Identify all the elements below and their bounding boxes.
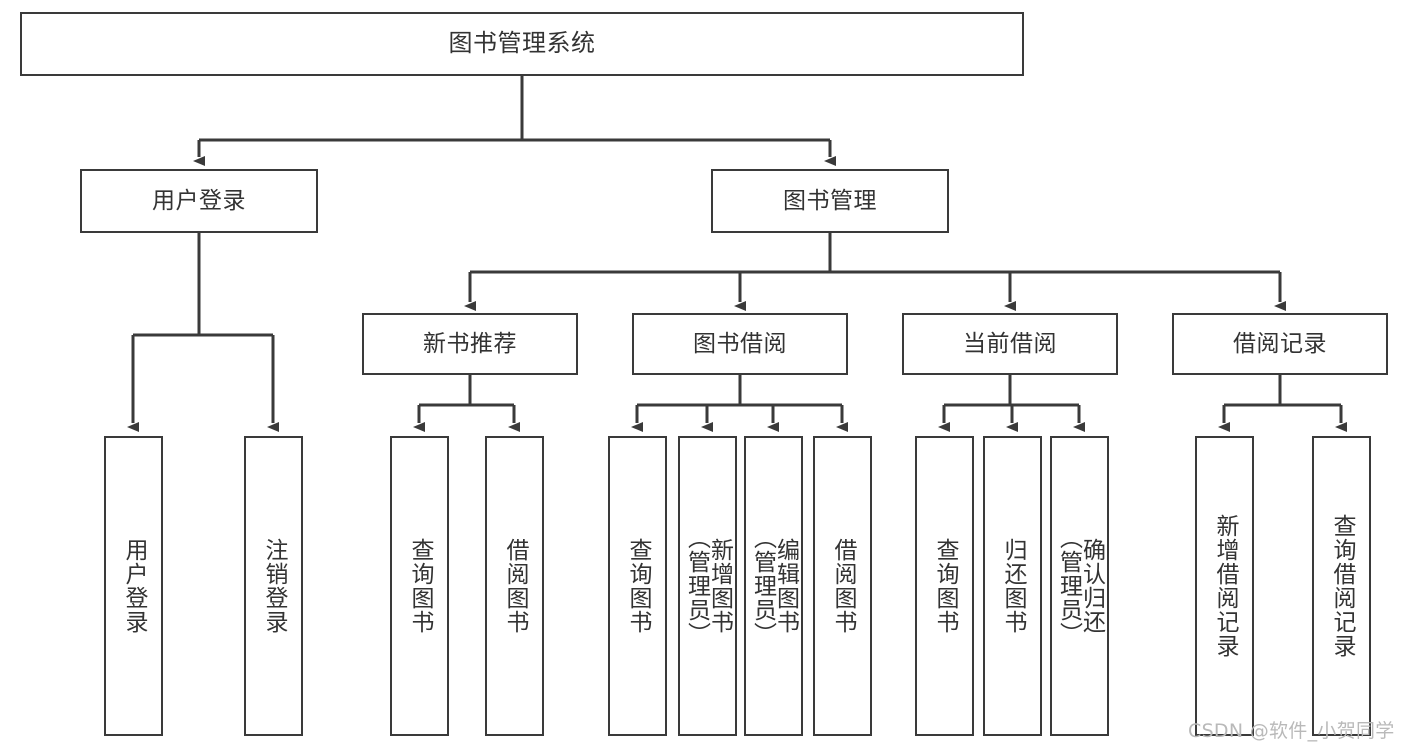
node-book-management[interactable]: 图书管理 [711,169,949,233]
node-label: 新增图书 （管理员） [683,526,733,646]
node-label: 查询借阅记录 [1329,514,1355,658]
node-label: 查询图书 [625,538,651,634]
leaf-query-book-recommend[interactable]: 查询图书 [390,436,449,736]
node-label: 图书借阅 [693,330,787,357]
leaf-user-login[interactable]: 用户登录 [104,436,163,736]
leaf-edit-book-admin[interactable]: 编辑图书 （管理员） [744,436,803,736]
node-user-login[interactable]: 用户登录 [80,169,318,233]
leaf-add-book-admin[interactable]: 新增图书 （管理员） [678,436,737,736]
node-label: 用户登录 [121,538,147,634]
leaf-query-book-borrow[interactable]: 查询图书 [608,436,667,736]
node-label: 当前借阅 [963,330,1057,357]
node-book-management-system[interactable]: 图书管理系统 [20,12,1024,76]
node-new-book-recommend[interactable]: 新书推荐 [362,313,578,375]
node-label: 图书管理系统 [448,29,596,58]
node-label: 归还图书 [1000,538,1026,634]
node-label: 新书推荐 [423,330,517,357]
node-book-borrow[interactable]: 图书借阅 [632,313,848,375]
node-label: 查询图书 [407,538,433,634]
leaf-borrow-book[interactable]: 借阅图书 [813,436,872,736]
node-label: 借阅图书 [502,538,528,634]
node-label: 借阅记录 [1233,330,1327,357]
node-borrow-record[interactable]: 借阅记录 [1172,313,1388,375]
node-label: 用户登录 [152,187,246,214]
node-label: 编辑图书 （管理员） [749,526,799,646]
node-label: 查询图书 [932,538,958,634]
node-label: 新增借阅记录 [1212,514,1238,658]
node-label: 图书管理 [783,187,877,214]
leaf-borrow-book-recommend[interactable]: 借阅图书 [485,436,544,736]
node-label: 确认归还 （管理员） [1055,526,1105,646]
leaf-return-book[interactable]: 归还图书 [983,436,1042,736]
leaf-query-book-current[interactable]: 查询图书 [915,436,974,736]
node-label: 注销登录 [261,538,287,634]
node-label: 借阅图书 [830,538,856,634]
leaf-confirm-return-admin[interactable]: 确认归还 （管理员） [1050,436,1109,736]
leaf-add-borrow-record[interactable]: 新增借阅记录 [1195,436,1254,736]
csdn-watermark: CSDN @软件_小贺同学 [1188,720,1395,742]
node-current-borrow[interactable]: 当前借阅 [902,313,1118,375]
leaf-logout[interactable]: 注销登录 [244,436,303,736]
leaf-query-borrow-record[interactable]: 查询借阅记录 [1312,436,1371,736]
